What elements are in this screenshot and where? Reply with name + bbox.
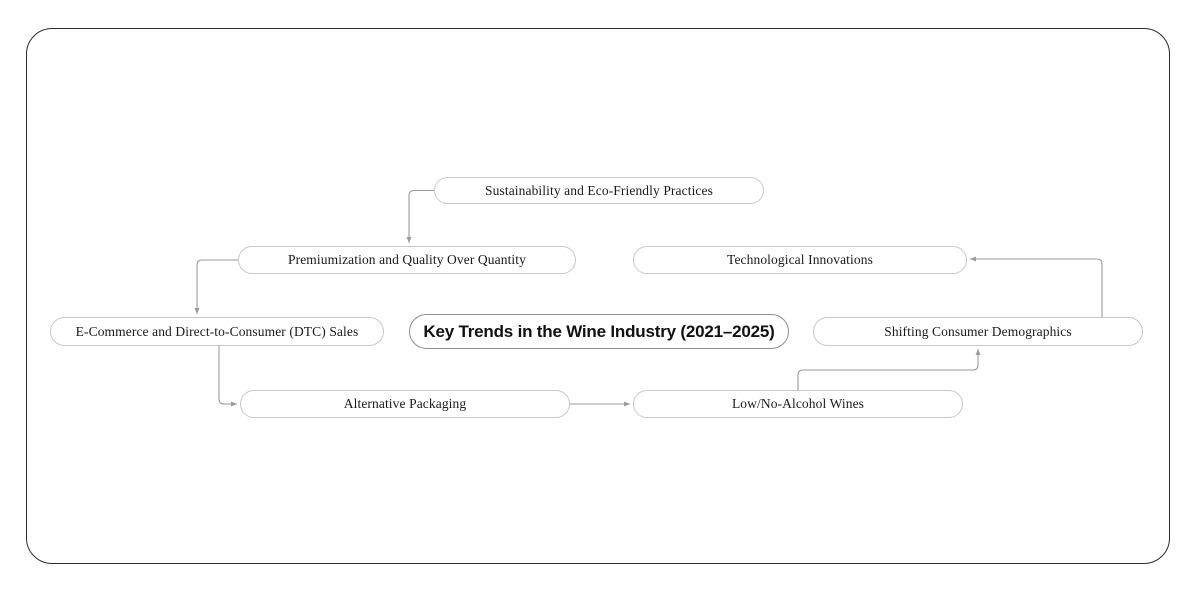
node-label: Sustainability and Eco-Friendly Practice… bbox=[485, 182, 713, 198]
node-technological-innovations[interactable]: Technological Innovations bbox=[633, 246, 967, 274]
node-label: Premiumization and Quality Over Quantity bbox=[288, 252, 526, 267]
diagram-frame bbox=[26, 28, 1170, 564]
node-alternative-packaging[interactable]: Alternative Packaging bbox=[240, 390, 570, 418]
node-label: Low/No-Alcohol Wines bbox=[731, 396, 865, 411]
node-label: Shifting Consumer Demographics bbox=[884, 323, 1072, 339]
node-ecommerce-dtc-sales[interactable]: E-Commerce and Direct-to-Consumer (DTC) … bbox=[50, 317, 384, 346]
node-low-no-alcohol-wines[interactable]: Low/No-Alcohol Wines bbox=[633, 390, 963, 418]
node-premiumization[interactable]: Premiumization and Quality Over Quantity bbox=[238, 246, 576, 274]
node-label: E-Commerce and Direct-to-Consumer (DTC) … bbox=[75, 323, 359, 339]
node-sustainability[interactable]: Sustainability and Eco-Friendly Practice… bbox=[434, 177, 764, 204]
node-root-key-trends[interactable]: Key Trends in the Wine Industry (2021–20… bbox=[409, 314, 789, 349]
node-label: Alternative Packaging bbox=[343, 396, 467, 411]
node-label: Key Trends in the Wine Industry (2021–20… bbox=[423, 321, 775, 341]
node-shifting-consumer-demographics[interactable]: Shifting Consumer Demographics bbox=[813, 317, 1143, 346]
node-label: Technological Innovations bbox=[727, 252, 873, 267]
